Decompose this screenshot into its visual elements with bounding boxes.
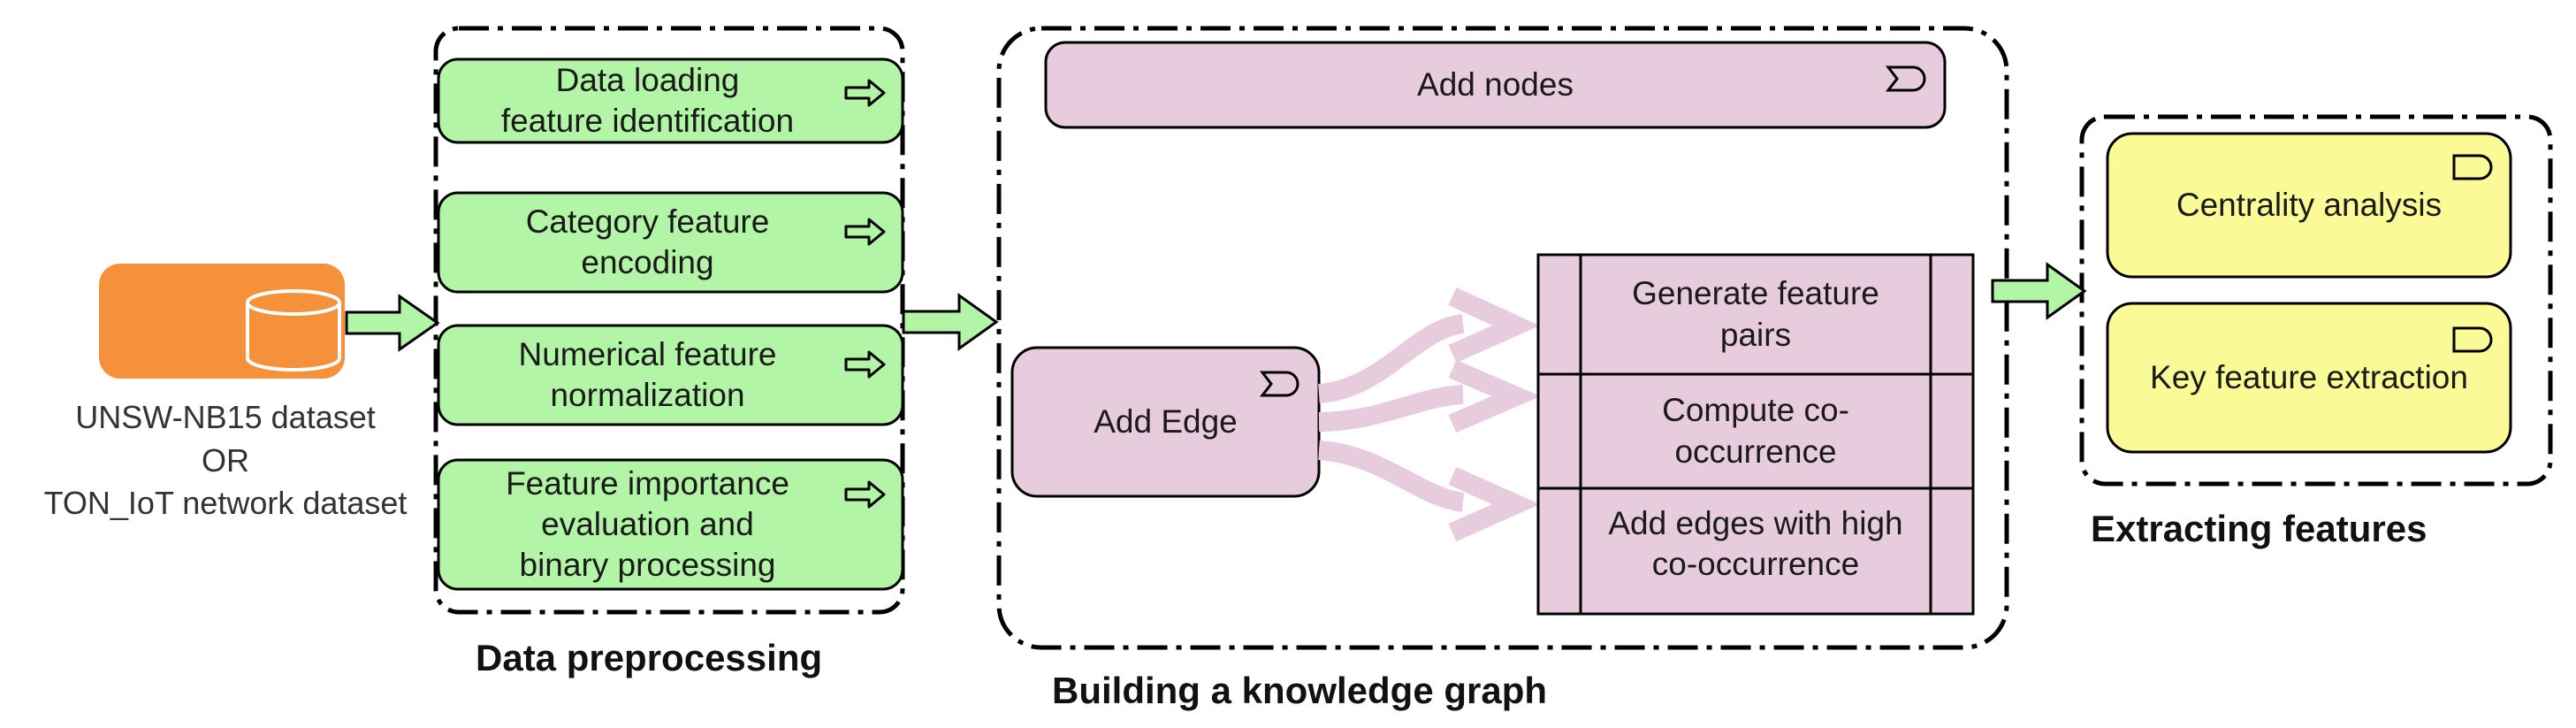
subprocess-row-2-line1: Compute co-	[1662, 392, 1849, 429]
subprocess-row-3: Add edges with high co-occurrence	[1581, 488, 1931, 600]
function-icon	[1259, 371, 1299, 397]
dataset-or: OR	[202, 441, 249, 479]
key-feature-box	[2106, 302, 2512, 454]
preprocess-step-4-line2: evaluation and	[541, 505, 754, 542]
extracting-title: Extracting features	[2091, 508, 2427, 549]
preprocess-step-box-3	[437, 324, 904, 426]
preprocess-step-4: Feature importance evaluation and binary…	[460, 460, 835, 589]
subprocess-row-2-line2: occurrence	[1674, 433, 1837, 470]
preprocess-step-box-4	[437, 458, 904, 591]
event-icon	[2452, 326, 2493, 353]
centrality-label: Centrality analysis	[2176, 186, 2443, 223]
subprocess-row-3-line2: co-occurrence	[1651, 546, 1860, 582]
dataset-label: UNSW-NB15 dataset OR TON_IoT network dat…	[0, 396, 451, 525]
preprocess-step-3: Numerical feature normalization	[460, 326, 835, 425]
arrow-dataset-to-preprocessing	[345, 294, 440, 352]
arrow-graph-to-extracting	[1991, 262, 2087, 320]
arrow-right-outline-icon	[844, 480, 886, 509]
add-nodes-box	[1044, 41, 1947, 129]
preprocess-step-1-line2: feature identification	[500, 103, 795, 139]
subprocess-row-3-line1: Add edges with high	[1608, 504, 1903, 541]
fan-arrows	[1317, 287, 1541, 542]
preprocess-step-3-line2: normalization	[550, 377, 745, 413]
centrality-box	[2106, 132, 2512, 279]
arrow-right-outline-icon	[844, 350, 886, 379]
subprocess-row-1: Generate feature pairs	[1581, 255, 1931, 374]
preprocess-step-box-2	[437, 191, 904, 294]
preprocess-step-3-line1: Numerical feature	[518, 335, 777, 372]
subprocess-table	[1536, 253, 1975, 616]
preprocessing-title: Data preprocessing	[476, 637, 823, 678]
preprocess-step-2: Category feature encoding	[460, 193, 835, 292]
preprocess-step-4-line3: binary processing	[519, 547, 776, 584]
preprocess-step-1: Data loading feature identification	[460, 59, 835, 142]
database-icon	[99, 264, 345, 379]
subprocess-row-2: Compute co- occurrence	[1581, 374, 1931, 488]
arrow-preprocessing-to-graph	[902, 293, 999, 351]
extracting-container	[2079, 114, 2553, 487]
dataset-name-2: TON_IoT network dataset	[43, 485, 408, 522]
add-nodes-label: Add nodes	[1417, 65, 1574, 103]
preprocess-step-1-line1: Data loading	[555, 61, 740, 98]
arrow-right-outline-icon	[844, 218, 886, 246]
subprocess-row-1-line2: pairs	[1719, 316, 1792, 353]
knowledge-graph-title: Building a knowledge graph	[1052, 670, 1548, 711]
dataset-name-1: UNSW-NB15 dataset	[75, 399, 376, 435]
preprocess-step-box-1	[437, 57, 904, 144]
event-icon	[2452, 154, 2493, 180]
add-edge-label: Add Edge	[1094, 402, 1238, 440]
key-feature-label: Key feature extraction	[2150, 358, 2468, 395]
event-icon	[1885, 65, 1926, 92]
preprocess-step-2-line2: encoding	[581, 244, 714, 280]
preprocess-step-4-line1: Feature importance	[506, 464, 789, 502]
subprocess-row-1-line1: Generate feature	[1632, 275, 1879, 312]
preprocess-step-2-line1: Category feature	[525, 203, 770, 240]
arrow-right-outline-icon	[844, 79, 886, 107]
